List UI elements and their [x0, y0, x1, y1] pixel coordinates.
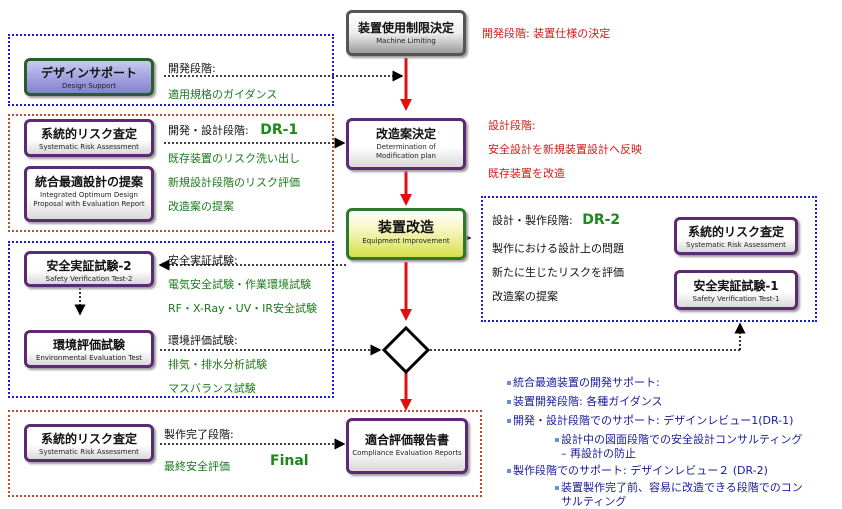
svt2-item-1: RF・X-Ray・UV・IR安全試験: [168, 302, 318, 315]
design-phase-region: [8, 114, 334, 232]
env-test-box: 環境評価試験 Environmental Evaluation Test: [24, 330, 154, 368]
summary-7: サルティング: [561, 495, 627, 508]
improvement-en: Equipment Improvement: [362, 237, 450, 245]
risk-assessment-en-3: Systematic Risk Assessment: [39, 448, 139, 456]
svt2-box: 安全実証試験-2 Safety Verification Test-2: [24, 251, 154, 287]
risk-assessment-box-2: 系統的リスク査定 Systematic Risk Assessment: [674, 217, 798, 255]
test-region: [8, 241, 334, 398]
summary-0-text: 統合最適装置の開発サポート:: [513, 376, 660, 389]
summary-5: 製作段階でのサポート: デザインレビュー２ (DR-2): [507, 462, 768, 478]
svt2-label: 安全実証試験:: [168, 254, 238, 267]
decision-diamond: [381, 325, 431, 375]
mfg-phase-item-2: 改造案の提案: [492, 290, 558, 303]
svt1-en: Safety Verification Test-1: [692, 295, 780, 303]
mfg-phase-label: 設計・製作段階: DR-2: [492, 212, 620, 228]
bullet-icon: [507, 400, 511, 404]
bullet-icon: [555, 486, 559, 490]
design-phase-item-1: 新規設計段階のリスク評価: [168, 176, 300, 189]
summary-4: – 再設計の防止: [561, 447, 636, 460]
risk-assessment-jp-2: 系統的リスク査定: [687, 225, 784, 239]
modification-en-2: Modification plan: [375, 152, 436, 160]
report-jp: 適合評価報告書: [364, 433, 449, 447]
env-item-0: 排気・排水分析試験: [168, 358, 267, 371]
risk-assessment-box-1: 系統的リスク査定 Systematic Risk Assessment: [24, 119, 154, 157]
svt2-en: Safety Verification Test-2: [45, 275, 133, 283]
summary-3: 設計中の図面段階での安全設計コンサルティング: [555, 431, 802, 447]
design-support-region: [8, 34, 334, 106]
dr1-tag: DR-1: [260, 122, 299, 138]
summary-2-text: 開発・設計段階でのサポート: デザインレビュー1(DR-1): [513, 414, 794, 427]
svt1-box: 安全実証試験-1 Safety Verification Test-1: [674, 270, 798, 310]
design-support-label: 開発段階:: [168, 62, 216, 75]
improvement-box: 装置改造 Equipment Improvement: [346, 208, 466, 260]
optimum-design-jp: 統合最適設計の提案: [34, 175, 143, 189]
summary-3-text: 設計中の図面段階での安全設計コンサルティング: [561, 433, 803, 446]
final-item: 最終安全評価: [164, 460, 230, 473]
svt2-item-0: 電気安全試験・作業環境試験: [168, 278, 311, 291]
bullet-icon: [507, 419, 511, 423]
optimum-design-en-2: Proposal with Evaluation Report: [33, 200, 145, 208]
optimum-design-en-1: Integrated Optimum Design: [40, 191, 138, 199]
env-test-jp: 環境評価試験: [52, 338, 125, 352]
design-phase-label: 開発・設計段階: DR-1: [168, 122, 298, 138]
summary-0: 統合最適装置の開発サポート:: [507, 374, 660, 390]
final-label: 製作完了段階:: [164, 428, 234, 441]
design-support-note: 適用規格のガイダンス: [168, 88, 278, 101]
bullet-icon: [555, 438, 559, 442]
design-support-box: デザインサポート Design Support: [24, 58, 154, 96]
risk-assessment-jp-1: 系統的リスク査定: [40, 127, 137, 141]
modification-en-1: Determination of: [376, 143, 436, 151]
env-test-en: Environmental Evaluation Test: [35, 354, 143, 362]
summary-6-text: 装置製作完了前、容易に改造できる段階でのコン: [561, 481, 803, 494]
modification-note-1: 安全設計を新規装置設計へ反映: [488, 143, 642, 156]
modification-jp: 改造案決定: [375, 127, 436, 141]
modification-note-2: 既存装置を改造: [488, 167, 565, 180]
dr2-tag: DR-2: [582, 212, 621, 228]
env-item-1: マスバランス試験: [168, 382, 256, 395]
improvement-jp: 装置改造: [378, 220, 434, 236]
summary-2: 開発・設計段階でのサポート: デザインレビュー1(DR-1): [507, 412, 793, 428]
machine-limiting-jp: 装置使用制限決定: [357, 21, 454, 35]
risk-assessment-box-3: 系統的リスク査定 Systematic Risk Assessment: [24, 424, 154, 462]
summary-5-text: 製作段階でのサポート: デザインレビュー２ (DR-2): [513, 464, 768, 477]
svt2-jp: 安全実証試験-2: [46, 259, 132, 273]
mfg-phase-item-0: 製作における設計上の問題: [492, 242, 624, 255]
env-label: 環境評価試験:: [168, 334, 238, 347]
modification-box: 改造案決定 Determination of Modification plan: [346, 118, 466, 170]
dev-phase-note: 開発段階: 装置仕様の決定: [482, 27, 611, 40]
design-phase-item-2: 改造案の提案: [168, 200, 234, 213]
mfg-phase-item-1: 新たに生じたリスクを評価: [492, 266, 624, 279]
risk-assessment-en-2: Systematic Risk Assessment: [686, 241, 786, 249]
bullet-icon: [507, 469, 511, 473]
risk-assessment-en-1: Systematic Risk Assessment: [39, 143, 139, 151]
report-box: 適合評価報告書 Compliance Evaluation Reports: [346, 418, 468, 474]
final-region: [8, 410, 482, 497]
design-support-en: Design Support: [61, 82, 117, 90]
mfg-phase-region: [481, 196, 817, 322]
design-support-jp: デザインサポート: [40, 66, 137, 80]
summary-1: 装置開発段階: 各種ガイダンス: [507, 393, 663, 409]
modification-note-0: 設計段階:: [488, 119, 536, 132]
svt1-jp: 安全実証試験-1: [693, 279, 779, 293]
report-en: Compliance Evaluation Reports: [352, 449, 462, 457]
design-phase-label-text: 開発・設計段階:: [168, 124, 249, 137]
final-tag: Final: [270, 453, 309, 469]
summary-1-text: 装置開発段階: 各種ガイダンス: [513, 395, 663, 408]
design-phase-item-0: 既存装置のリスク洗い出し: [168, 152, 300, 165]
mfg-phase-label-text: 設計・製作段階:: [492, 214, 573, 227]
machine-limiting-box: 装置使用制限決定 Machine Limiting: [346, 10, 466, 56]
summary-6: 装置製作完了前、容易に改造できる段階でのコン: [555, 479, 803, 495]
machine-limiting-en: Machine Limiting: [376, 37, 436, 45]
risk-assessment-jp-3: 系統的リスク査定: [40, 432, 137, 446]
bullet-icon: [507, 381, 511, 385]
optimum-design-box: 統合最適設計の提案 Integrated Optimum Design Prop…: [24, 166, 154, 222]
